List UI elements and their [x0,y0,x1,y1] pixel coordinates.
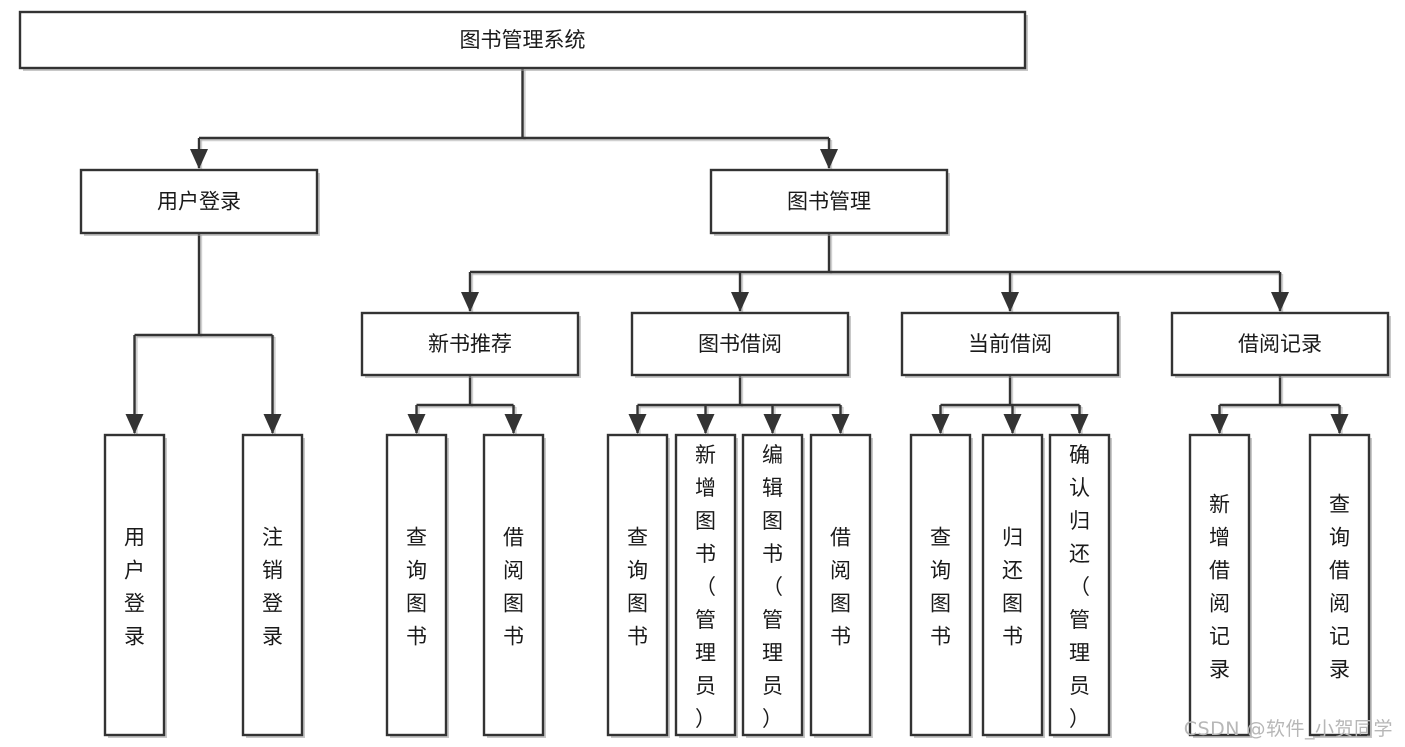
arrow-head-icon [504,414,523,434]
arrow-head-icon [1210,414,1229,434]
node-user-login[interactable]: 用户登录 [79,168,320,236]
node-label: 图书借阅 [698,332,782,356]
node-br-query-record[interactable]: 查询借阅记录 [1308,433,1372,738]
node-new-book-recommend[interactable]: 新书推荐 [360,311,581,378]
node-label: 用户登录 [157,190,241,214]
node-label: 借阅图书 [830,526,851,649]
arrow-head-icon [831,414,850,434]
node-label: 当前借阅 [968,332,1052,356]
arrow-head-icon [1070,414,1089,434]
node-user-logout-leaf[interactable]: 注销登录 [241,433,305,738]
arrow-head-icon [1001,292,1019,312]
node-label: 注销登录 [262,526,283,649]
node-layer: 图书管理系统用户登录用户登录注销登录图书管理新书推荐查询图书借阅图书图书借阅查询… [18,10,1391,738]
connector-layer [125,68,1349,435]
arrow-head-icon [190,149,208,169]
node-current-borrow[interactable]: 当前借阅 [900,311,1121,378]
node-root[interactable]: 图书管理系统 [18,10,1028,71]
arrow-head-icon [1330,414,1349,434]
arrow-head-icon [628,414,647,434]
arrow-head-icon [407,414,426,434]
node-label: 借阅记录 [1238,332,1322,356]
arrow-head-icon [763,414,782,434]
node-label: 查询借阅记录 [1329,493,1350,682]
node-bb-borrow-book[interactable]: 借阅图书 [809,433,873,738]
watermark-label: CSDN @软件_小贺同学 [1183,718,1393,740]
node-label: 确认归还（管理员） [1069,443,1090,731]
node-label: 查询图书 [930,526,951,649]
node-label: 新书推荐 [428,332,512,356]
node-br-add-record[interactable]: 新增借阅记录 [1188,433,1252,738]
node-label: 归还图书 [1002,526,1023,649]
arrow-head-icon [731,292,749,312]
node-nbr-borrow-book[interactable]: 借阅图书 [482,433,546,738]
node-bb-add-book[interactable]: 新增图书（管理员） [674,433,738,738]
node-book-manage[interactable]: 图书管理 [709,168,950,236]
node-label: 图书管理 [787,190,871,214]
node-label: 新增图书（管理员） [695,443,716,731]
arrow-head-icon [820,149,838,169]
node-bb-query-book[interactable]: 查询图书 [606,433,670,738]
arrow-head-icon [125,414,144,434]
node-label: 新增借阅记录 [1209,493,1230,682]
node-cb-return-book[interactable]: 归还图书 [981,433,1045,738]
node-nbr-query-book[interactable]: 查询图书 [385,433,449,738]
arrow-head-icon [931,414,950,434]
node-cb-query-book[interactable]: 查询图书 [909,433,973,738]
node-bb-edit-book[interactable]: 编辑图书（管理员） [741,433,805,738]
node-label: 编辑图书（管理员） [762,443,783,731]
arrow-head-icon [1271,292,1289,312]
node-book-borrow[interactable]: 图书借阅 [630,311,851,378]
arrow-head-icon [263,414,282,434]
node-label: 用户登录 [124,526,145,649]
arrow-head-icon [696,414,715,434]
node-label: 查询图书 [406,526,427,649]
node-cb-confirm-return[interactable]: 确认归还（管理员） [1048,433,1112,738]
node-label: 查询图书 [627,526,648,649]
node-borrow-record[interactable]: 借阅记录 [1170,311,1391,378]
node-label: 图书管理系统 [460,28,586,52]
arrow-head-icon [461,292,479,312]
arrow-head-icon [1003,414,1022,434]
node-user-login-leaf[interactable]: 用户登录 [103,433,167,738]
node-label: 借阅图书 [503,526,524,649]
